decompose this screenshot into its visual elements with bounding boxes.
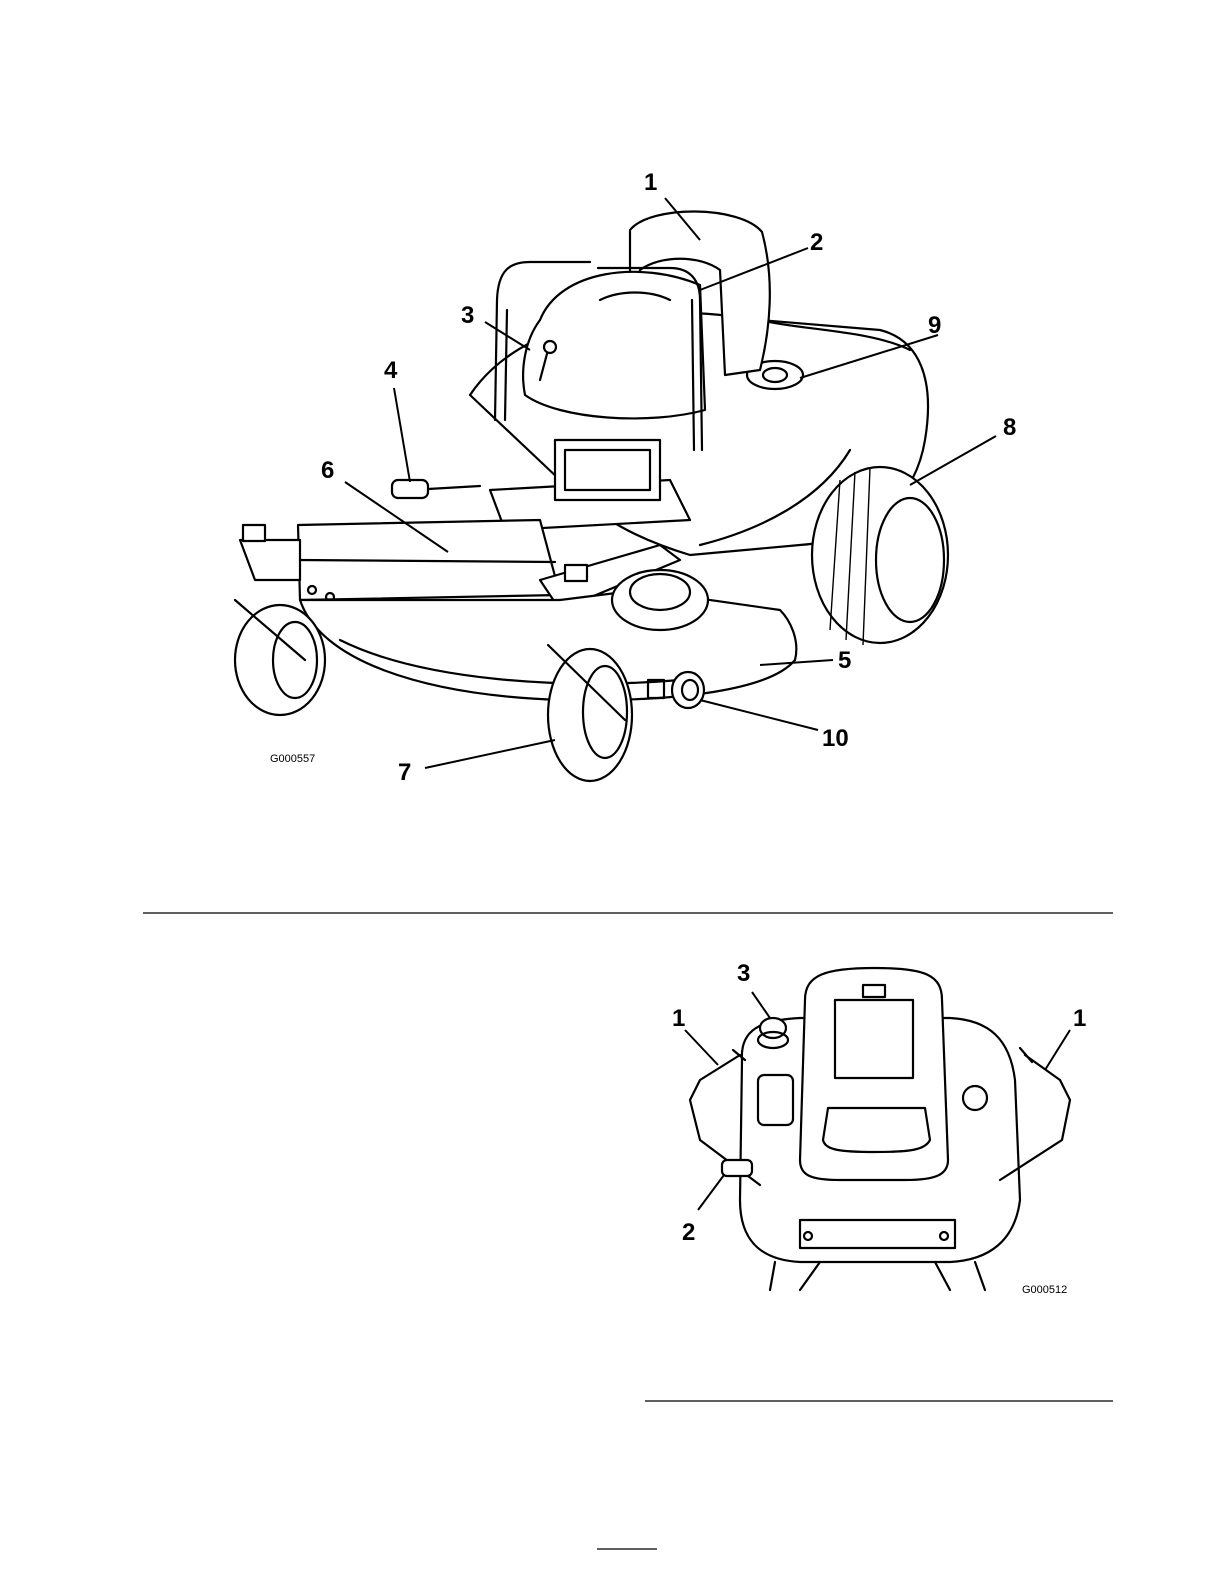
callout-9: 9 (928, 312, 941, 339)
figure-code: G000512 (1022, 1284, 1067, 1296)
callout-5: 5 (838, 647, 851, 674)
callout-10: 10 (822, 725, 849, 752)
callout-1: 1 (644, 169, 657, 196)
callout-8: 8 (1003, 414, 1016, 441)
callout-3: 3 (461, 302, 474, 329)
figure-code: G000557 (270, 753, 315, 765)
callout-2: 2 (810, 229, 823, 256)
callout-1-right: 1 (1073, 1005, 1086, 1032)
callout-6: 6 (321, 457, 334, 484)
mower-overview-figure: 1 2 3 4 5 6 7 8 9 10 G000557 (235, 169, 1016, 786)
controls-figure: 3 1 1 2 G000512 (672, 960, 1086, 1296)
callout-3: 3 (737, 960, 750, 987)
callout-4: 4 (384, 357, 398, 384)
callout-7: 7 (398, 759, 411, 786)
callout-2: 2 (682, 1219, 695, 1246)
callout-1-left: 1 (672, 1005, 685, 1032)
